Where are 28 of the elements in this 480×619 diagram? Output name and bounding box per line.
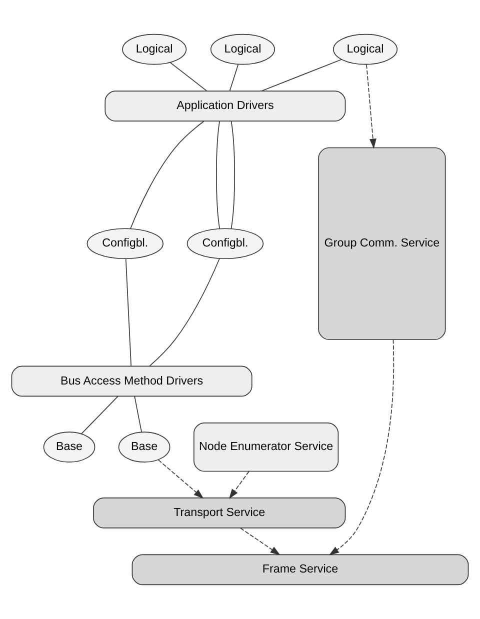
node-box: Group Comm. Service [318,147,446,340]
node-ellipse: Logical [333,34,398,65]
node-box: Application Drivers [104,90,346,122]
connector [125,258,132,366]
node-ellipse: Base [118,432,170,462]
arrow [328,339,394,556]
node-box: Transport Service [93,498,346,528]
connector [229,64,239,92]
node-ellipse: Configbl. [86,228,164,260]
arrow [366,64,376,149]
node-ellipse: Configbl. [186,228,264,260]
node-box: Frame Service [132,554,469,586]
arrow [240,528,280,556]
connector [170,62,208,92]
connector [261,59,342,92]
arrow [158,460,204,499]
arrow [228,471,250,499]
node-ellipse: Base [43,432,96,462]
node-box: Node Enumerator Service [194,422,339,472]
node-ellipse: Logical [122,34,187,65]
connector [216,120,220,230]
connector [230,120,235,230]
connector [149,258,220,366]
connector [81,396,118,434]
connector [130,120,204,229]
node-ellipse: Logical [210,34,275,65]
node-box: Bus Access Method Drivers [11,366,252,397]
connector [134,396,142,432]
